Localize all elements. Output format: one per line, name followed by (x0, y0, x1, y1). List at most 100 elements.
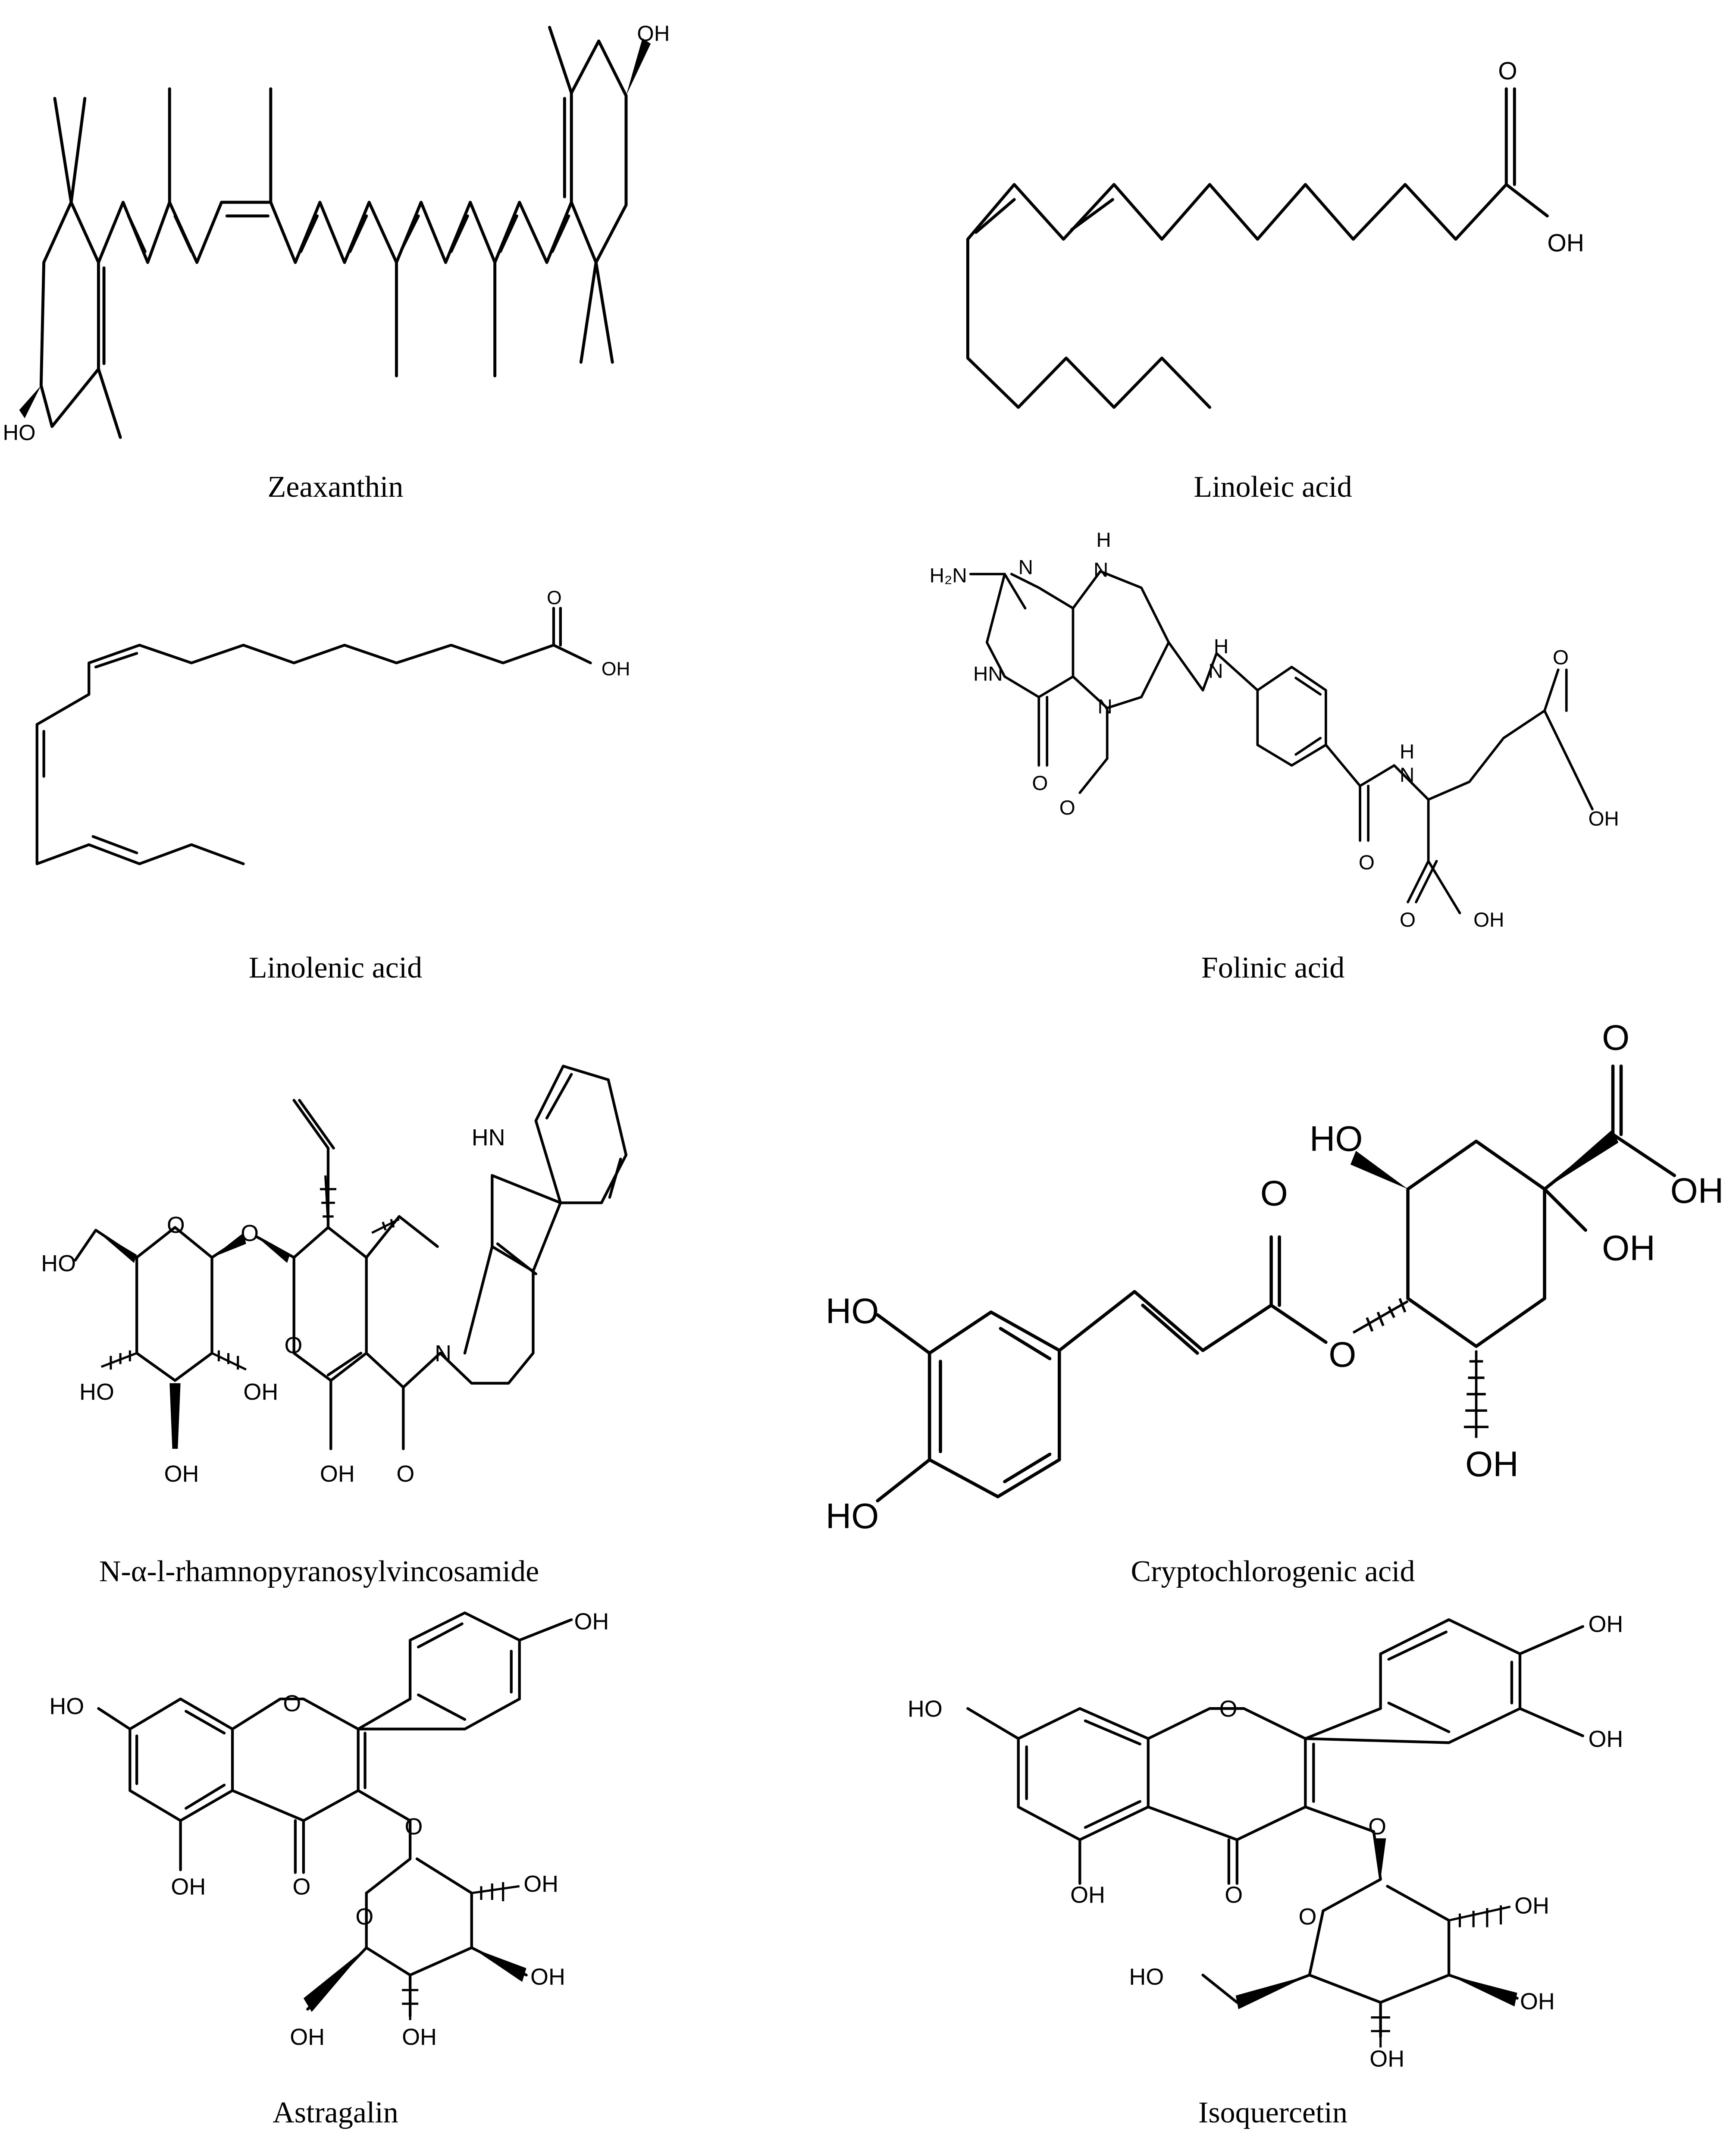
vincosamide-n-label: N (435, 1341, 451, 1366)
isoquercetin-labels: HO O OH OH OH O O O OH OH OH HO (908, 1611, 1623, 2072)
astragalin-oh-label: OH (171, 1874, 206, 1899)
folinic-n-label: N (1094, 559, 1108, 582)
folinic-acid-structure (969, 570, 1594, 915)
astragalin-o-label: O (404, 1814, 423, 1840)
vincosamide-wedge (257, 1237, 290, 1263)
astragalin-o-label: O (283, 1691, 301, 1717)
compound-caption-astragalin: Astragalin (273, 2096, 398, 2129)
folinic-n-label: N (1018, 556, 1033, 579)
folinic-hn-label: HN (973, 663, 1003, 686)
zeaxanthin-wedge (19, 385, 41, 418)
isoquercetin-o-label: O (1298, 1904, 1316, 1930)
astragalin-oh-label: OH (402, 2024, 437, 2050)
compound-caption-zeaxanthin: Zeaxanthin (267, 470, 404, 504)
compound-caption-vincosamide: N-α-l-rhamnopyranosylvincosamide (99, 1555, 539, 1588)
isoquercetin-oh-label: OH (1588, 1726, 1623, 1752)
isoquercetin-wedge (1235, 1975, 1310, 2009)
vincosamide-wedge (212, 1233, 246, 1258)
astragalin-oh-label: OH (523, 1871, 558, 1897)
cryptochlorogenic-wedge (1350, 1150, 1408, 1189)
astragalin-ho-label: HO (49, 1693, 84, 1719)
vincosamide-ho-label: HO (41, 1251, 76, 1276)
folinic-oh-label: OH (1588, 808, 1619, 831)
isoquercetin-oh-label: OH (1588, 1611, 1623, 1637)
folinic-n-label: N (1098, 696, 1112, 718)
isoquercetin-structure (966, 1618, 1584, 2038)
astragalin-o-label: O (355, 1904, 373, 1930)
linoleic-acid-structure (966, 87, 1549, 409)
cryptochlorogenic-oh-label: OH (1670, 1171, 1724, 1210)
cryptochlorogenic-labels: HO HO O O HO O OH OH OH (826, 1018, 1724, 1536)
astragalin-wedge (303, 1947, 367, 2012)
zeaxanthin-wedge (626, 38, 651, 96)
isoquercetin-oh-label: OH (1070, 1882, 1105, 1908)
cryptochlorogenic-ho-label: HO (826, 1291, 879, 1331)
zeaxanthin-structure (39, 25, 628, 439)
zeaxanthin-oh-label: OH (637, 21, 670, 46)
astragalin-oh-label: OH (530, 1964, 565, 1990)
astragalin-labels: HO O OH OH O O O OH OH OH OH (49, 1608, 609, 2050)
astragalin-hash-bonds (402, 1882, 520, 2020)
cryptochlorogenic-o-label: O (1602, 1018, 1629, 1057)
isoquercetin-ho-label: HO (1129, 1964, 1164, 1990)
cryptochlorogenic-ho-label: HO (1310, 1119, 1363, 1159)
folinic-o-label: O (1359, 851, 1375, 874)
vincosamide-o-label: O (241, 1220, 259, 1246)
cryptochlorogenic-o-label: O (1260, 1174, 1288, 1213)
compound-caption-isoquercetin: Isoquercetin (1198, 2096, 1347, 2129)
vincosamide-o-label: O (285, 1332, 303, 1358)
isoquercetin-oh-label: OH (1514, 1893, 1549, 1919)
vincosamide-oh-label: OH (164, 1461, 199, 1487)
compound-caption-linolenic-acid: Linolenic acid (248, 951, 423, 984)
folinic-o-label: O (1059, 796, 1075, 819)
folinic-h-label: H (1400, 740, 1414, 763)
vincosamide-hn-label: HN (472, 1125, 505, 1150)
cryptochlorogenic-o-label: O (1329, 1335, 1356, 1375)
vincosamide-labels: HO O O HO OH OH O OH O N HN (41, 1125, 505, 1487)
cryptochlorogenic-ho-label: HO (826, 1496, 879, 1536)
folinic-oh-label: OH (1473, 909, 1504, 931)
linolenic-o-label: O (547, 587, 562, 608)
linoleic-oh-label: OH (1547, 229, 1584, 257)
linoleic-o-label: O (1498, 57, 1517, 85)
isoquercetin-o-label: O (1368, 1814, 1386, 1840)
cryptochlorogenic-acid-structure (876, 1064, 1676, 1503)
cryptochlorogenic-oh-label: OH (1465, 1444, 1519, 1484)
vincosamide-o-label: O (396, 1461, 414, 1487)
isoquercetin-wedge (1375, 1838, 1386, 1880)
isoquercetin-oh-label: OH (1369, 2046, 1404, 2072)
vincosamide-hash-bonds (100, 1175, 400, 1446)
astragalin-structure (97, 1611, 573, 2018)
cryptochlorogenic-wedge (1545, 1129, 1619, 1189)
astragalin-oh-label: OH (574, 1608, 609, 1634)
compound-caption-folinic-acid: Folinic acid (1201, 951, 1345, 984)
vincosamide-structure (74, 1065, 628, 1451)
astragalin-wedge (471, 1947, 526, 1982)
vincosamide-oh-label: OH (320, 1461, 355, 1487)
astragalin-o-label: O (293, 1874, 311, 1899)
folinic-h-label: H (1096, 529, 1111, 552)
vincosamide-wedge (169, 1383, 181, 1449)
vincosamide-oh-label: OH (243, 1379, 278, 1405)
isoquercetin-o-label: O (1219, 1696, 1238, 1722)
vincosamide-wedge (96, 1230, 137, 1263)
folinic-o-label: O (1553, 646, 1569, 669)
folinic-h-label: H (1214, 635, 1228, 658)
folinic-acid-labels: H₂N N H N HN N O O H N H N O O OH O OH (930, 529, 1619, 931)
vincosamide-o-label: O (167, 1212, 185, 1238)
isoquercetin-o-label: O (1225, 1882, 1243, 1908)
isoquercetin-wedge (1449, 1975, 1517, 2007)
cryptochlorogenic-hash-bonds (1352, 1298, 1489, 1438)
folinic-n-label: N (1400, 764, 1414, 787)
zeaxanthin-oh-label: HO (3, 420, 36, 445)
linolenic-acid-structure (35, 607, 592, 865)
astragalin-oh-label: OH (290, 2024, 325, 2050)
compound-caption-cryptochlorogenic-acid: Cryptochlorogenic acid (1131, 1555, 1415, 1588)
linolenic-oh-label: OH (602, 658, 630, 680)
cryptochlorogenic-oh-label: OH (1602, 1228, 1655, 1268)
vincosamide-ho-label: HO (79, 1379, 114, 1405)
compound-caption-linoleic-acid: Linoleic acid (1194, 470, 1352, 504)
folinic-n-label: N (1208, 660, 1223, 683)
folinic-o-label: O (1032, 772, 1048, 795)
